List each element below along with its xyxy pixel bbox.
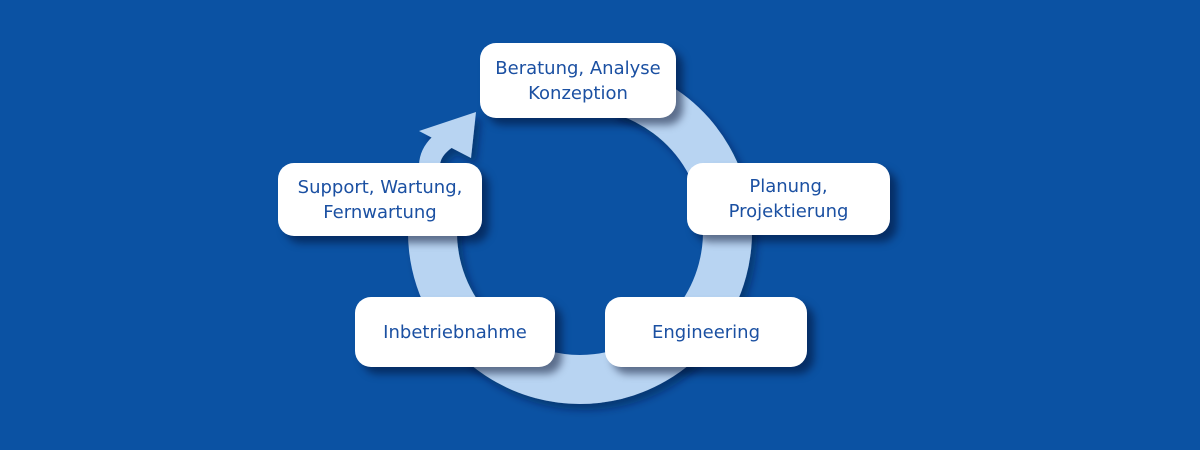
node-label-line: Konzeption [528,82,628,104]
node-label-line: Planung, [749,176,828,197]
node-label-line: Projektierung [728,201,849,222]
node-label-line: Engineering [652,321,760,343]
cycle-node-support: Support, Wartung, Fernwartung [278,163,482,236]
cycle-node-planung: Planung, Projektierung [687,163,890,235]
cycle-arrowhead-icon [419,112,476,158]
node-label-line: Fernwartung [323,201,437,223]
cycle-node-engineering: Engineering [605,297,807,367]
node-label-line: Support, Wartung, [297,176,463,198]
cycle-node-beratung: Beratung, Analyse Konzeption [480,43,676,118]
node-label-line: Beratung, Analyse [495,57,661,79]
node-label-line: Inbetriebnahme [383,321,527,343]
cycle-node-inbetriebnahme: Inbetriebnahme [355,297,555,367]
